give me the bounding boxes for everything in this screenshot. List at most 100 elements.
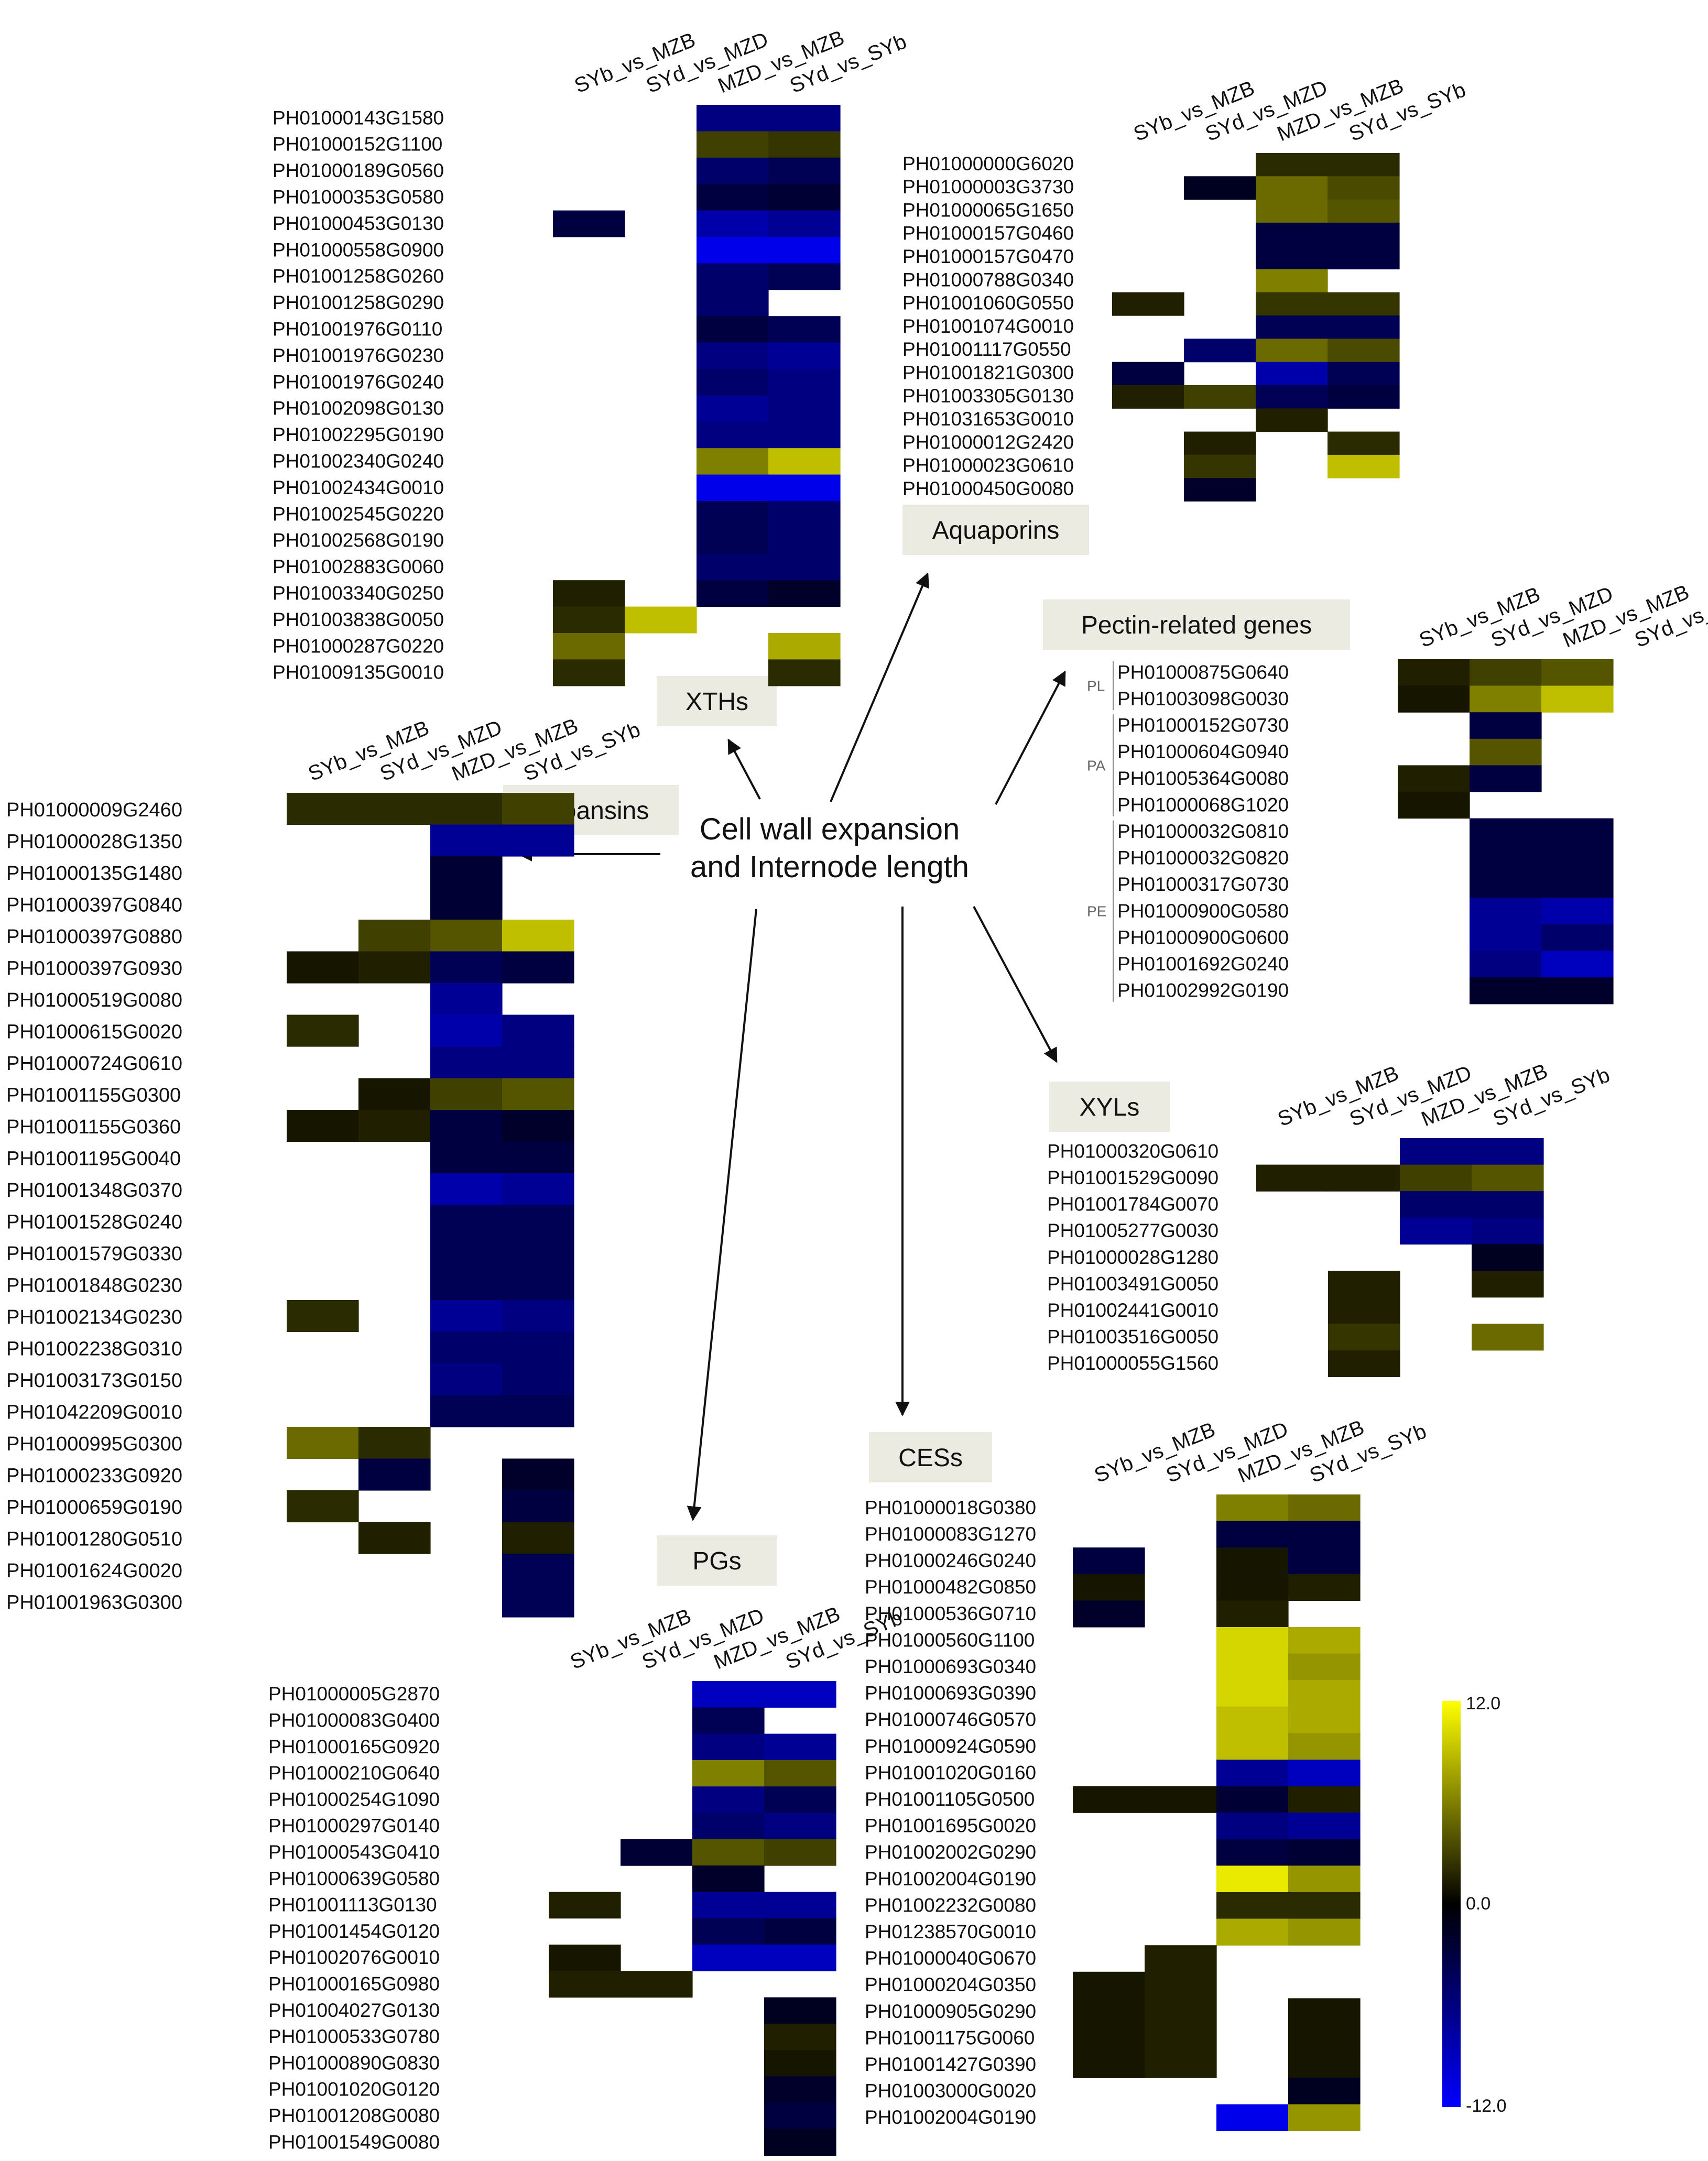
heatmap-cell bbox=[764, 1681, 836, 1708]
gene-label: PH01001821G0300 bbox=[902, 362, 1074, 383]
heatmap-cell bbox=[1470, 685, 1542, 713]
panel-xths: XTHsSYb_vs_MZBSYd_vs_MZDMZD_vs_MZBSYd_vs… bbox=[273, 26, 910, 726]
heatmap-row: PH01000320G0610 bbox=[1047, 1138, 1544, 1165]
gene-label: PH01000005G2870 bbox=[268, 1683, 440, 1705]
gene-label: PH01000028G1280 bbox=[1047, 1247, 1219, 1268]
panel-label-text: Pectin-related genes bbox=[1081, 612, 1312, 639]
heatmap-cell bbox=[621, 1839, 693, 1866]
heatmap-row: PH01000204G0350 bbox=[865, 1971, 1217, 1999]
gene-label: PH01000533G0780 bbox=[268, 2026, 440, 2047]
gene-label: PH01000023G0610 bbox=[902, 455, 1074, 476]
heatmap-cell bbox=[1073, 2051, 1145, 2078]
heatmap-cell bbox=[1288, 1653, 1361, 1680]
heatmap-cell bbox=[1288, 2051, 1361, 2078]
gene-label: PH01000040G0670 bbox=[865, 1948, 1036, 1969]
gene-label: PH01002434G0010 bbox=[273, 477, 444, 498]
heatmap-cell bbox=[1541, 977, 1614, 1005]
heatmap-cell bbox=[430, 1046, 503, 1079]
gene-label: PH01000152G0730 bbox=[1117, 715, 1289, 736]
gene-label: PH01000083G1270 bbox=[865, 1523, 1036, 1545]
heatmap-cell bbox=[430, 1141, 503, 1174]
heatmap-row: PH01001579G0330 bbox=[6, 1237, 574, 1269]
heatmap-row: PH01000210G0640 bbox=[268, 1760, 836, 1787]
heatmap-cell bbox=[1472, 1271, 1544, 1298]
gene-label: PH01001976G0110 bbox=[273, 318, 442, 340]
heatmap-cell bbox=[1472, 1191, 1544, 1218]
heatmap-cell bbox=[1288, 1574, 1361, 1601]
heatmap-cell bbox=[358, 951, 431, 984]
heatmap-row: PH01001258G0260 bbox=[273, 263, 841, 290]
heatmap-row: PH01001020G0160 bbox=[865, 1760, 1361, 1787]
heatmap-cell bbox=[430, 1395, 503, 1427]
heatmap-cell bbox=[1256, 222, 1328, 246]
group-label: PE bbox=[1087, 903, 1106, 920]
gene-label: PH01000724G0610 bbox=[6, 1053, 182, 1075]
heatmap-cell bbox=[692, 1945, 765, 1971]
heatmap-row: PH01000003G3730 bbox=[902, 176, 1400, 200]
gene-label: PH01000746G0570 bbox=[865, 1709, 1036, 1730]
heatmap-cell bbox=[1328, 431, 1400, 455]
heatmap-row: PH01000143G1580 bbox=[273, 105, 841, 132]
heatmap-cell bbox=[1288, 1733, 1361, 1760]
legend-gradient-bar bbox=[1442, 1701, 1461, 2107]
panel-label-text: PGs bbox=[692, 1547, 741, 1575]
heatmap-cell bbox=[1216, 1600, 1289, 1628]
heatmap-cell bbox=[764, 2076, 836, 2103]
heatmap-cell bbox=[697, 263, 769, 290]
heatmap-cell bbox=[1470, 951, 1542, 978]
heatmap-row: PH01000032G0820 bbox=[1117, 845, 1614, 872]
heatmap-row: PH01000693G0340 bbox=[865, 1653, 1361, 1680]
panel-label-aquaporins: Aquaporins bbox=[902, 505, 1089, 555]
heatmap-cell bbox=[1541, 951, 1614, 978]
gene-label: PH01000482G0850 bbox=[865, 1576, 1036, 1598]
heatmap-row: PH01003305G0130 bbox=[902, 385, 1400, 409]
gene-label: PH01000233G0920 bbox=[6, 1465, 182, 1487]
heatmap-row: PH01001117G0550 bbox=[902, 339, 1400, 363]
gene-label: PH01000189G0560 bbox=[273, 160, 444, 181]
heatmap-row: PH01001155G0300 bbox=[6, 1078, 574, 1110]
heatmap-cell bbox=[502, 1363, 574, 1396]
gene-label: PH01001695G0020 bbox=[865, 1815, 1036, 1837]
heatmap-cell bbox=[1541, 659, 1614, 686]
heatmap-cell bbox=[692, 1918, 765, 1945]
gene-label: PH01009135G0010 bbox=[273, 662, 444, 683]
gene-label: PH01001528G0240 bbox=[6, 1211, 182, 1233]
heatmap-cell bbox=[697, 237, 769, 264]
heatmap-cell bbox=[692, 1865, 765, 1892]
group-label: PL bbox=[1087, 678, 1105, 694]
heatmap-cell bbox=[1216, 1918, 1289, 1946]
heatmap-cell bbox=[430, 1110, 503, 1142]
heatmap-row: PH01001784G0070 bbox=[1047, 1191, 1544, 1218]
heatmap-row: PH01000157G0460 bbox=[902, 223, 1400, 246]
heatmap-row: PH01001454G0120 bbox=[268, 1918, 836, 1945]
heatmap-row: PH01238570G0010 bbox=[865, 1918, 1361, 1946]
heatmap-cell bbox=[768, 342, 841, 369]
gene-label: PH01001624G0020 bbox=[6, 1560, 182, 1582]
heatmap-row: PH01000453G0130 bbox=[273, 210, 841, 237]
heatmap-cell bbox=[1400, 1191, 1472, 1218]
heatmap-cell bbox=[697, 369, 769, 396]
panel-label-text: Aquaporins bbox=[932, 517, 1060, 544]
heatmap-row: PH01001105G0500 bbox=[865, 1786, 1361, 1813]
gene-label: PH01003491G0050 bbox=[1047, 1273, 1219, 1294]
heatmap-row: PH01000028G1350 bbox=[6, 824, 574, 857]
gene-label: PH01000000G6020 bbox=[902, 153, 1074, 174]
arrow-to-aquaporins bbox=[830, 572, 930, 802]
heatmap-cell bbox=[1216, 1494, 1289, 1522]
heatmap-row: PH01004027G0130 bbox=[268, 1997, 836, 2024]
heatmap-cell bbox=[1216, 1574, 1289, 1601]
heatmap-cell bbox=[1256, 153, 1328, 177]
heatmap-cell bbox=[768, 448, 841, 475]
heatmap-cell bbox=[1288, 1786, 1361, 1813]
heatmap-cell bbox=[768, 184, 841, 211]
gene-label: PH01001195G0040 bbox=[6, 1148, 181, 1170]
gene-label: PH01002098G0130 bbox=[273, 398, 444, 419]
gene-label: PH01000615G0020 bbox=[6, 1021, 182, 1043]
heatmap-cell bbox=[1216, 1627, 1289, 1654]
heatmap-cell bbox=[430, 983, 503, 1016]
panel-label-text: CESs bbox=[898, 1444, 963, 1472]
heatmap-cell bbox=[1328, 176, 1400, 200]
heatmap-row: PH01000032G0810 bbox=[1117, 818, 1614, 845]
heatmap-cell bbox=[430, 793, 503, 825]
